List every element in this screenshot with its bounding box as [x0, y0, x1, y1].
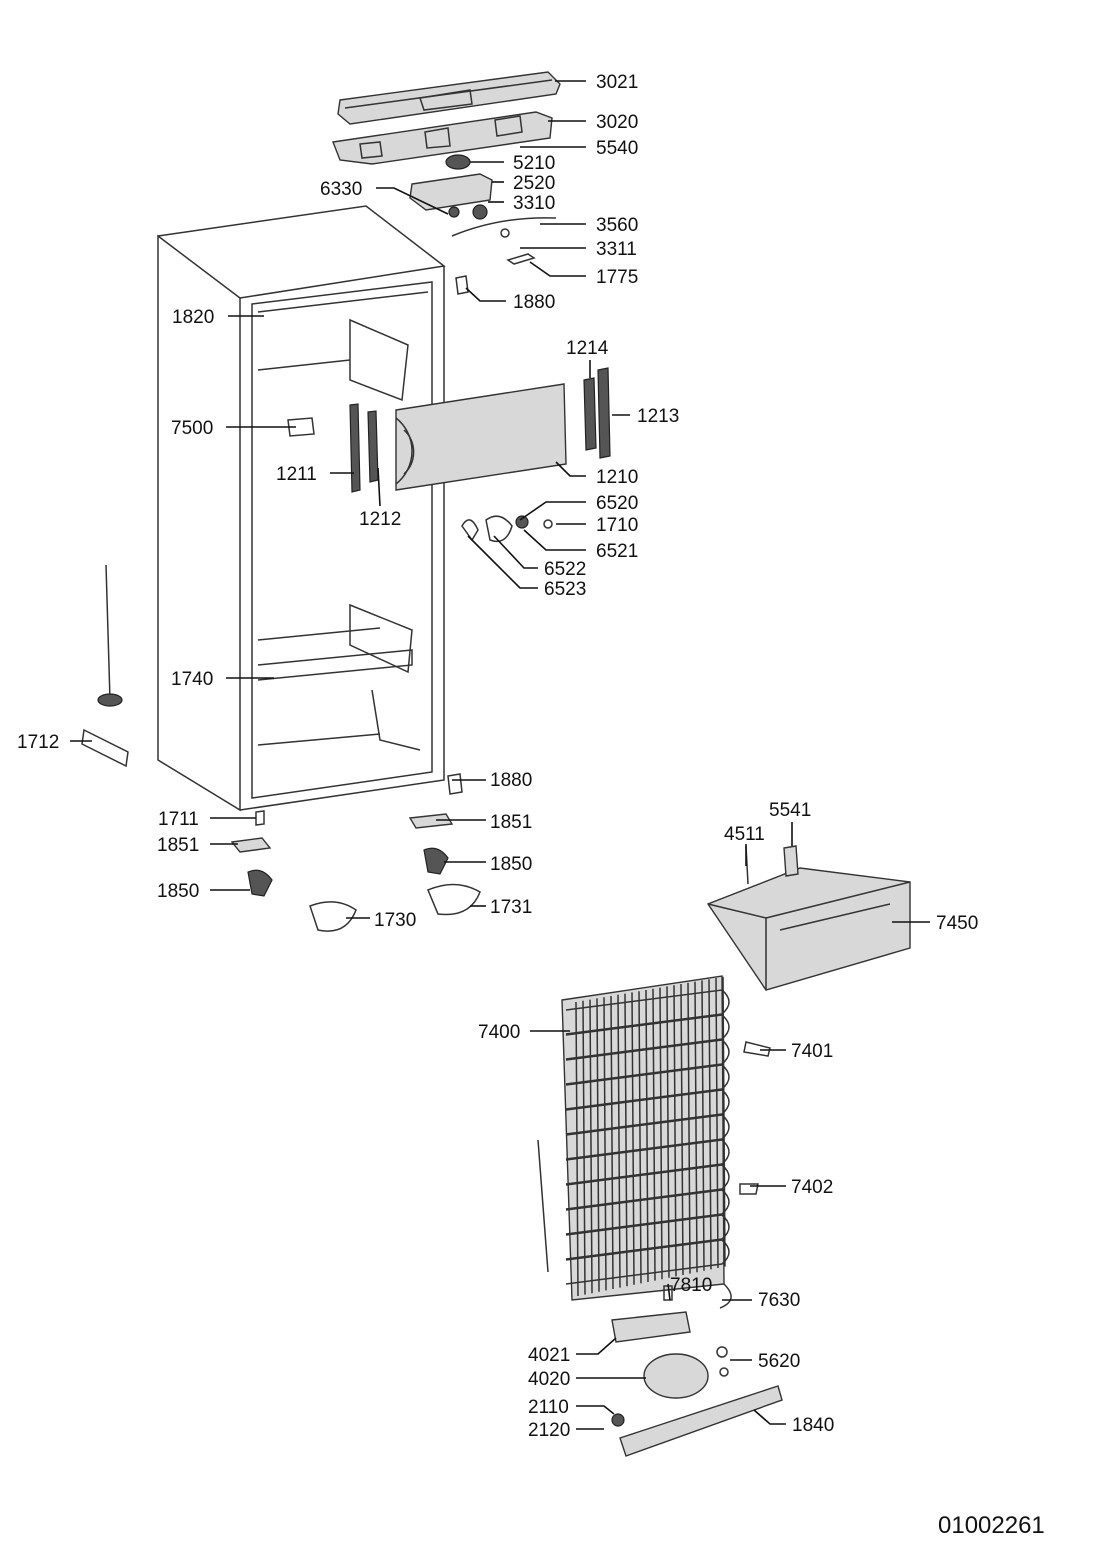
condenser-tubes [565, 976, 730, 1297]
callout-1712: 1712 [17, 732, 59, 753]
callout-6523: 6523 [544, 579, 586, 600]
leader-6330 [376, 187, 449, 215]
light-housing-part [409, 173, 493, 220]
compressor-parts [611, 1285, 783, 1457]
condenser-coil-part [537, 975, 771, 1309]
thermostat-knob-part [445, 154, 471, 170]
drawing-number: 01002261 [938, 1512, 1045, 1539]
freezer-door-part [395, 383, 567, 491]
callout-7402: 7402 [791, 1177, 833, 1198]
callout-2120: 2120 [528, 1420, 570, 1441]
callout-1851-left: 1851 [157, 835, 199, 856]
callout-5541: 5541 [769, 800, 811, 821]
callout-3311: 3311 [596, 239, 637, 260]
callout-4021: 4021 [528, 1345, 570, 1366]
leader-6520 [519, 501, 586, 521]
callout-1711: 1711 [158, 809, 199, 830]
callout-5210: 5210 [513, 153, 555, 174]
callout-6522: 6522 [544, 559, 586, 580]
callout-3560: 3560 [596, 215, 638, 236]
callout-6521: 6521 [596, 541, 638, 562]
callout-3310: 3310 [513, 193, 555, 214]
callout-1214: 1214 [566, 338, 609, 359]
leveling-rod-part [81, 564, 129, 768]
callout-1710: 1710 [596, 515, 638, 536]
callout-3020: 3020 [596, 112, 638, 133]
callout-1880-bottom: 1880 [490, 770, 532, 791]
callout-1850-right: 1850 [490, 854, 532, 875]
leader-1212 [377, 467, 381, 507]
callout-1740: 1740 [171, 669, 213, 690]
callout-2520: 2520 [513, 173, 555, 194]
hinge-and-feet-parts [230, 773, 481, 932]
control-housing-part [332, 111, 553, 165]
callout-7400: 7400 [478, 1022, 520, 1043]
callout-3021: 3021 [596, 72, 638, 93]
callout-5620: 5620 [758, 1351, 800, 1372]
evaporator-box-part [706, 845, 911, 991]
callout-labels: 3021 3020 5540 5210 2520 6330 3310 3560 … [17, 72, 978, 1441]
leader-6523 [467, 535, 538, 589]
callout-1850-left: 1850 [157, 881, 199, 902]
callout-7401: 7401 [791, 1041, 833, 1062]
callout-4020: 4020 [528, 1369, 570, 1390]
leader-lines [70, 80, 930, 1430]
leader-6522 [493, 535, 538, 569]
leader-1775 [529, 261, 586, 277]
lamp-parts [461, 515, 553, 543]
door-hinge-rails-part [349, 367, 611, 493]
callout-6330: 6330 [320, 179, 362, 200]
lamp-cover-part [451, 217, 557, 295]
callout-1211: 1211 [276, 464, 317, 485]
part-drawings [81, 71, 911, 1457]
callout-7630: 7630 [758, 1290, 800, 1311]
callout-1212: 1212 [359, 509, 401, 530]
top-cover-part [337, 71, 561, 125]
callout-5540: 5540 [596, 138, 638, 159]
cabinet-part [157, 205, 446, 812]
leader-1880a [465, 287, 506, 302]
callout-1840: 1840 [792, 1415, 834, 1436]
callout-1213: 1213 [637, 406, 679, 427]
callout-1880-top: 1880 [513, 292, 555, 313]
leader-2110 [576, 1405, 615, 1415]
leader-1210 [555, 461, 586, 477]
callout-1820: 1820 [172, 307, 214, 328]
leader-1840 [753, 1409, 786, 1425]
callout-7450: 7450 [936, 913, 978, 934]
callout-1775: 1775 [596, 267, 638, 288]
callout-1851-right: 1851 [490, 812, 532, 833]
light-switch-part [287, 417, 315, 437]
callout-7500: 7500 [171, 418, 213, 439]
callout-1730: 1730 [374, 910, 416, 931]
callout-1210: 1210 [596, 467, 638, 488]
leader-4021 [576, 1337, 617, 1355]
callout-7810: 7810 [670, 1275, 712, 1296]
callout-2110: 2110 [528, 1397, 569, 1418]
callout-1731: 1731 [490, 897, 532, 918]
callout-4511: 4511 [724, 824, 765, 845]
leader-7810 [667, 1283, 671, 1301]
callout-6520: 6520 [596, 493, 638, 514]
leader-6521 [523, 529, 586, 551]
